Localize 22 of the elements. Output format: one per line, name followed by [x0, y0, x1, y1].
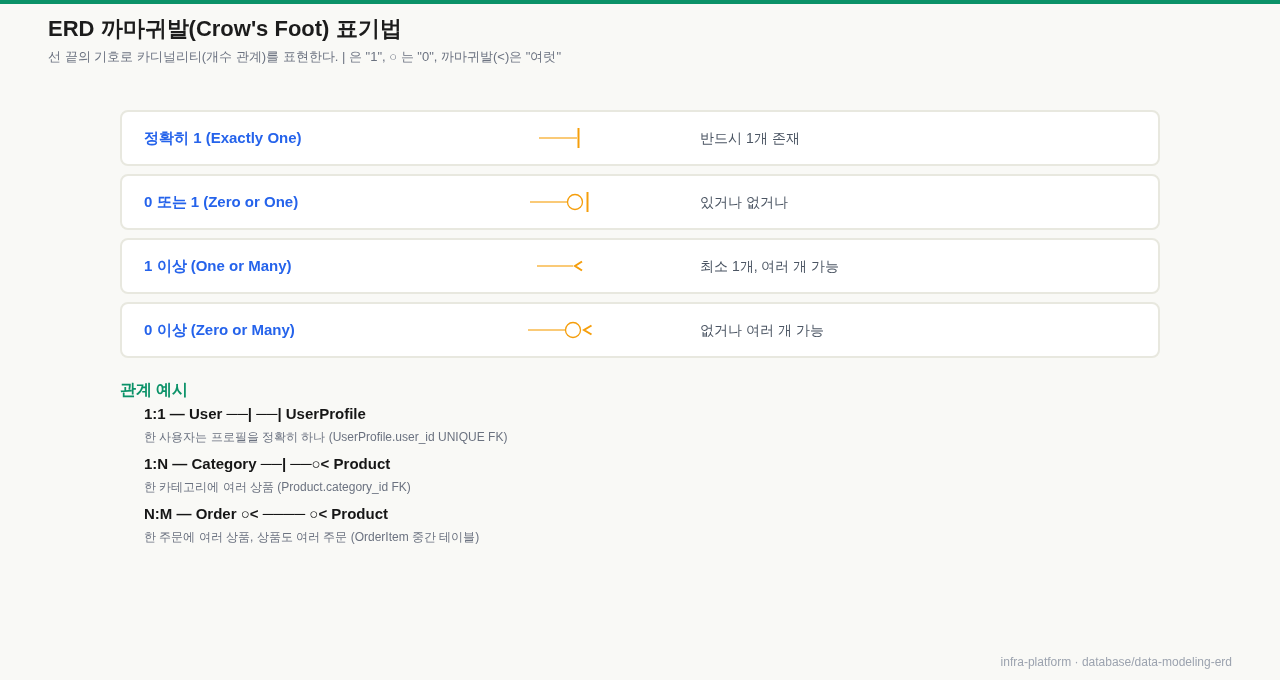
example-note: 한 주문에 여러 상품, 상품도 여러 주문 (OrderItem 중간 테이블) [144, 529, 480, 546]
notation-description: 반드시 1개 존재 [700, 129, 800, 148]
notation-card [120, 110, 1160, 166]
relationship-example: 1:1 — User ──| ──| UserProfile [144, 404, 366, 424]
relationship-example: 1:N — Category ──| ──○< Product [144, 454, 391, 474]
notation-description: 있거나 없거나 [700, 193, 788, 212]
relationship-example: N:M — Order ○< ──── ○< Product [144, 504, 388, 524]
footer-path: infra-platform · database/data-modeling-erd [1000, 654, 1232, 671]
notation-name: 0 또는 1 (Zero or One) [144, 192, 299, 212]
notation-description: 없거나 여러 개 가능 [700, 321, 824, 340]
notation-name: 정확히 1 (Exactly One) [144, 128, 302, 148]
notation-card [120, 238, 1160, 294]
notation-description: 최소 1개, 여러 개 가능 [700, 257, 840, 276]
notation-name: 0 이상 (Zero or Many) [144, 320, 295, 340]
example-note: 한 카테고리에 여러 상품 (Product.category_id FK) [144, 479, 411, 496]
notation-card [120, 302, 1160, 358]
subtitle: 선 끝의 기호로 카디널리티(개수 관계)를 표현한다. | 은 "1", ○ 는 "0", 까마귀발(<)은 "여럿" [48, 48, 562, 66]
notation-card [120, 174, 1160, 230]
notation-name: 1 이상 (One or Many) [144, 256, 292, 276]
title: ERD 까마귀발(Crow's Foot) 표기법 [48, 15, 402, 43]
example-note: 한 사용자는 프로필을 정확히 하나 (UserProfile.user_id UNIQUE FK) [144, 429, 508, 446]
section-heading: 관계 예시 [120, 380, 189, 400]
